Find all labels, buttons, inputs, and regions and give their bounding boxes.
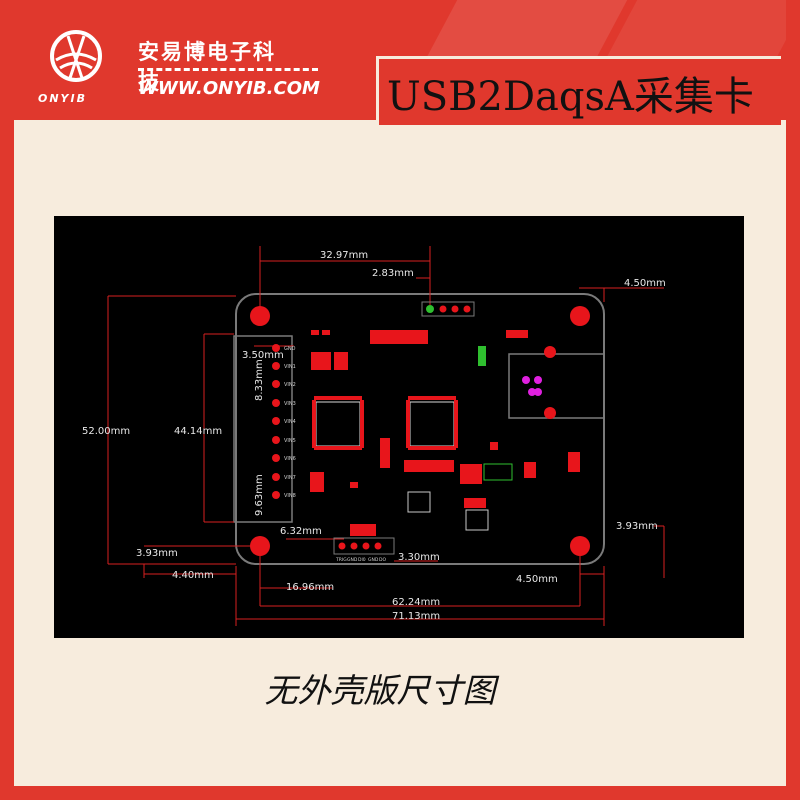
brand-divider: [138, 68, 318, 71]
bottom-pin-label: TRIG: [335, 557, 347, 563]
bottom-pin-label: GND: [368, 557, 379, 563]
usb-pad: [522, 376, 530, 384]
globe-logo-icon: [50, 30, 102, 82]
usb-hole: [544, 346, 556, 358]
dim-bottom-right-small: 3.30mm: [398, 552, 440, 563]
led-green: [478, 346, 486, 366]
usb-hole: [544, 407, 556, 419]
dim-top-offset: 2.83mm: [372, 268, 414, 279]
pin-label: VIN3: [284, 401, 296, 407]
dim-hole-offset-right: 3.93mm: [616, 521, 658, 532]
dim-bottom-left: 4.40mm: [172, 570, 214, 581]
dim-inner-height: 44.14mm: [174, 426, 222, 437]
dim-right-top: 4.50mm: [624, 278, 666, 289]
pin-pad: [451, 305, 459, 313]
brand-mark-text: ONYIB: [38, 92, 87, 105]
dim-pin-pitch: 3.50mm: [242, 350, 284, 361]
bottom-pin-label: GND: [347, 557, 358, 563]
ic-pads: [312, 396, 458, 450]
dim-hole-offset-left: 3.93mm: [136, 548, 178, 559]
dim-hole-span: 62.24mm: [392, 597, 440, 608]
usb-connector: [508, 353, 605, 419]
pin-label: GND: [284, 346, 296, 352]
top-pin-header: [421, 301, 475, 317]
smd-components: [310, 330, 580, 536]
dim-bottom-right: 4.50mm: [516, 574, 558, 585]
dim-pin-span-a: 8.33mm: [254, 359, 265, 401]
crystal: [465, 509, 489, 531]
product-title: USB2DaqsA采集卡: [387, 74, 754, 120]
pin-pad: [439, 305, 447, 313]
frame-border-right: [786, 0, 800, 800]
crystal: [407, 491, 431, 513]
terminal-block: [233, 335, 293, 523]
mounting-hole: [570, 536, 590, 556]
dim-pin-span-b: 9.63mm: [254, 474, 265, 516]
pin-label: VIN7: [284, 475, 296, 481]
dim-bottom-mid: 16.96mm: [286, 582, 334, 593]
brand-company-name: 安易博电子科技: [138, 40, 276, 94]
pin-pad: [463, 305, 471, 313]
terminal-pins: [272, 344, 280, 499]
pin-pad: [426, 305, 434, 313]
usb-pad: [528, 388, 536, 396]
bottom-pin-header: [333, 537, 395, 555]
frame-border-left: [0, 0, 14, 800]
dimension-drawing-panel: 32.97mm 2.83mm 4.50mm 52.00mm 44.14mm 3.…: [54, 216, 744, 638]
dim-bottom-pin: 6.32mm: [280, 526, 322, 537]
bottom-pin-label: DI0: [358, 557, 366, 563]
pin-label: VIN2: [284, 382, 296, 388]
mounting-hole: [250, 306, 270, 326]
pin-label: VIN5: [284, 438, 296, 444]
mounting-hole: [570, 306, 590, 326]
pin-label: VIN1: [284, 364, 296, 370]
diagram-caption: 无外壳版尺寸图: [264, 671, 496, 710]
dim-top-width: 32.97mm: [320, 250, 368, 261]
brand-website: WWW.ONYIB.COM: [138, 78, 320, 99]
pin-label: VIN6: [284, 456, 296, 462]
brand-logo: ONYIB 安易博电子科技 WWW.ONYIB.COM: [38, 26, 320, 106]
pin-pad: [338, 542, 346, 550]
component-outline: [483, 463, 513, 481]
frame-border-bottom: [0, 786, 800, 800]
usb-pad: [534, 376, 542, 384]
usb-pad: [534, 388, 542, 396]
mounting-hole: [250, 536, 270, 556]
pin-label: VIN8: [284, 493, 296, 499]
pin-pad: [350, 542, 358, 550]
dim-left-height: 52.00mm: [82, 426, 130, 437]
dimension-lines: [107, 246, 665, 626]
dim-total-width: 71.13mm: [392, 611, 440, 622]
pin-pad: [362, 542, 370, 550]
pin-pad: [374, 542, 382, 550]
bottom-pin-label: DO: [379, 557, 386, 563]
pcb-dimension-diagram: 32.97mm 2.83mm 4.50mm 52.00mm 44.14mm 3.…: [82, 246, 666, 626]
pin-label: VIN4: [284, 419, 296, 425]
product-title-box: USB2DaqsA采集卡: [376, 56, 781, 125]
